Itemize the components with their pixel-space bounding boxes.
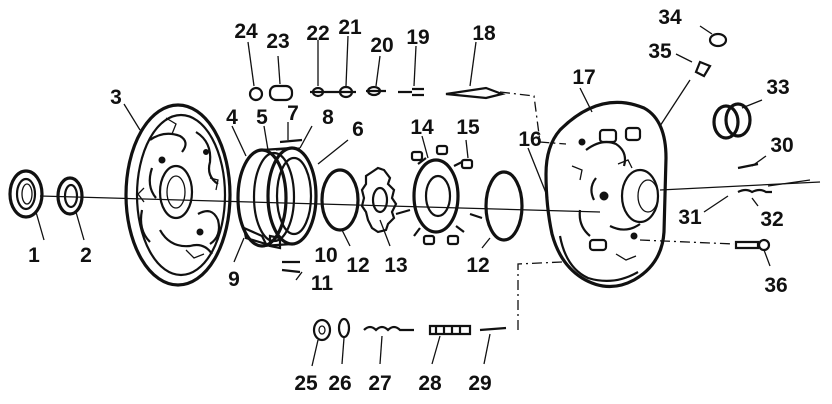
callout-35: 35 [648,40,672,63]
callout-32: 32 [760,208,783,231]
callout-28: 28 [418,372,442,395]
callout-26: 26 [328,372,351,395]
callout-29: 29 [468,372,491,395]
part-pump-body [544,100,668,289]
valve-train-bottom [312,261,563,342]
part-clutch-drum [236,138,318,250]
callout-17: 17 [572,66,595,89]
part-seal [8,169,44,219]
callout-9: 9 [228,268,240,291]
callout-21: 21 [338,16,362,39]
callout-33: 33 [766,76,789,99]
part-bushing [56,176,84,216]
part-o-ring-right [484,170,524,242]
callout-11: 11 [311,272,334,295]
callout-24: 24 [234,20,258,43]
callout-18: 18 [472,22,496,45]
callout-31: 31 [678,206,702,229]
part-pump-cover [124,103,232,287]
callout-19: 19 [406,26,429,49]
callout-12-right: 12 [466,254,489,277]
callout-13: 13 [384,254,407,277]
callout-4: 4 [226,106,238,129]
callout-14: 14 [410,116,434,139]
part-pins-10-11 [281,260,301,274]
callout-10: 10 [314,244,337,267]
center-axis [39,181,821,213]
callout-12-left: 12 [346,254,369,277]
callout-27: 27 [368,372,391,395]
callout-1: 1 [28,244,40,267]
callout-labels: 1 2 3 4 5 6 7 8 9 10 11 12 12 13 14 15 1… [28,6,794,395]
callout-25: 25 [294,372,318,395]
callout-22: 22 [306,22,329,45]
callout-23: 23 [266,30,289,53]
callout-30: 30 [770,134,793,157]
callout-8: 8 [322,106,334,129]
part-30-32 [737,162,811,194]
leader-lines [35,25,771,367]
part-o-ring-left [320,168,360,232]
part-inner-gear [360,166,398,234]
callout-7: 7 [287,102,299,125]
callout-5: 5 [256,106,268,129]
part-rings-33 [712,102,752,140]
callout-3: 3 [110,86,122,109]
part-outer-gear [395,144,483,246]
callout-6: 6 [352,118,364,141]
callout-36: 36 [764,274,787,297]
callout-15: 15 [456,116,480,139]
callout-34: 34 [658,6,682,29]
part-34-35 [659,32,728,127]
callout-16: 16 [518,128,541,151]
valve-train-top [248,84,567,145]
callout-20: 20 [370,34,393,57]
callout-2: 2 [80,244,92,267]
